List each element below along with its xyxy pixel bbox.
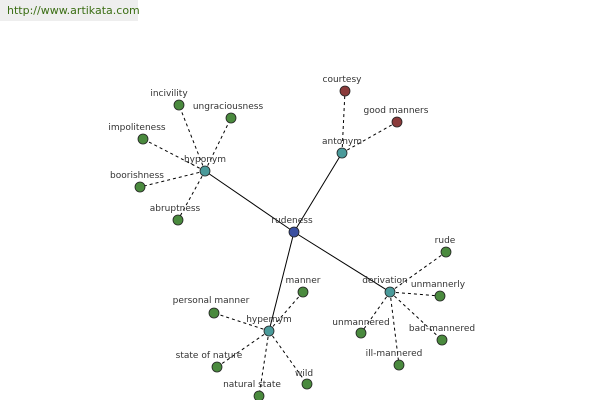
node-label-natural-state[interactable]: natural state xyxy=(223,380,281,390)
node-dot-manner[interactable] xyxy=(297,286,309,298)
node-label-personal-manner[interactable]: personal manner xyxy=(173,296,250,306)
node-bad-mannered[interactable]: bad-mannered xyxy=(409,324,475,346)
edge-hyponym-ungraciousness xyxy=(204,117,232,172)
edge-hypernym-personal-manner xyxy=(213,312,270,332)
node-label-good-manners[interactable]: good manners xyxy=(364,106,429,116)
node-natural-state[interactable]: natural state xyxy=(223,380,281,400)
node-label-derivation[interactable]: derivation xyxy=(362,276,408,286)
edge-rudeness-hypernym xyxy=(268,231,295,332)
node-dot-courtesy[interactable] xyxy=(339,85,351,97)
node-dot-unmannerly[interactable] xyxy=(434,290,446,302)
node-dot-impoliteness[interactable] xyxy=(137,133,149,145)
node-dot-derivation[interactable] xyxy=(384,286,396,298)
node-label-unmannerly[interactable]: unmannerly xyxy=(411,280,466,290)
node-state-of-nature[interactable]: state of nature xyxy=(176,351,243,373)
node-label-ill-mannered[interactable]: ill-mannered xyxy=(366,349,423,359)
node-hyponym[interactable]: hyponym xyxy=(184,155,226,177)
node-dot-boorishness[interactable] xyxy=(134,181,146,193)
graph-nodes: rudeness hyponym incivility ungraciousness i… xyxy=(108,75,475,400)
node-dot-personal-manner[interactable] xyxy=(208,307,220,319)
node-incivility[interactable]: incivility xyxy=(150,89,188,111)
node-label-incivility[interactable]: incivility xyxy=(150,89,188,99)
graph-edges xyxy=(139,90,447,397)
node-dot-unmannered[interactable] xyxy=(355,327,367,339)
node-dot-rudeness[interactable] xyxy=(288,226,300,238)
edge-antonym-courtesy xyxy=(341,90,346,154)
node-dot-ill-mannered[interactable] xyxy=(393,359,405,371)
node-label-abruptness[interactable]: abruptness xyxy=(150,204,201,214)
node-label-manner[interactable]: manner xyxy=(286,276,321,286)
edge-derivation-ill-mannered xyxy=(389,291,400,366)
node-antonym[interactable]: antonym xyxy=(322,137,362,159)
node-dot-ungraciousness[interactable] xyxy=(225,112,237,124)
node-label-antonym[interactable]: antonym xyxy=(322,137,362,147)
node-dot-natural-state[interactable] xyxy=(253,390,265,400)
node-label-boorishness[interactable]: boorishness xyxy=(110,171,164,181)
node-label-rudeness[interactable]: rudeness xyxy=(271,216,313,226)
node-dot-abruptness[interactable] xyxy=(172,214,184,226)
node-dot-hypernym[interactable] xyxy=(263,325,275,337)
source-url-link[interactable]: http://www.artikata.com xyxy=(7,4,140,17)
node-dot-bad-mannered[interactable] xyxy=(436,334,448,346)
node-label-ungraciousness[interactable]: ungraciousness xyxy=(193,102,264,112)
edge-derivation-unmannered xyxy=(360,291,391,334)
node-manner[interactable]: manner xyxy=(286,276,321,298)
node-abruptness[interactable]: abruptness xyxy=(150,204,201,226)
node-boorishness[interactable]: boorishness xyxy=(110,171,164,193)
node-ill-mannered[interactable]: ill-mannered xyxy=(366,349,423,371)
edge-hypernym-manner xyxy=(268,291,304,332)
node-label-courtesy[interactable]: courtesy xyxy=(323,75,363,85)
node-wild[interactable]: wild xyxy=(295,369,313,390)
node-dot-rude[interactable] xyxy=(440,246,452,258)
node-personal-manner[interactable]: personal manner xyxy=(173,296,250,319)
node-label-impoliteness[interactable]: impoliteness xyxy=(108,123,165,133)
node-label-wild[interactable]: wild xyxy=(295,369,313,379)
node-rude[interactable]: rude xyxy=(435,236,456,258)
node-good-manners[interactable]: good manners xyxy=(364,106,429,128)
node-dot-good-manners[interactable] xyxy=(391,116,403,128)
edge-hypernym-natural-state xyxy=(258,330,270,397)
node-courtesy[interactable]: courtesy xyxy=(323,75,363,97)
node-label-rude[interactable]: rude xyxy=(435,236,456,246)
node-dot-state-of-nature[interactable] xyxy=(211,361,223,373)
node-dot-hyponym[interactable] xyxy=(199,165,211,177)
node-dot-wild[interactable] xyxy=(301,378,313,390)
node-unmannerly[interactable]: unmannerly xyxy=(411,280,466,302)
node-label-unmannered[interactable]: unmannered xyxy=(332,318,389,328)
url-banner: http://www.artikata.com xyxy=(0,0,140,21)
edge-antonym-good-manners xyxy=(341,121,398,154)
edge-hypernym-state-of-nature xyxy=(216,330,270,368)
node-unmannered[interactable]: unmannered xyxy=(332,318,390,339)
node-dot-incivility[interactable] xyxy=(173,99,185,111)
node-label-hyponym[interactable]: hyponym xyxy=(184,155,226,165)
node-dot-antonym[interactable] xyxy=(336,147,348,159)
edge-rudeness-derivation xyxy=(293,231,391,293)
node-label-hypernym[interactable]: hypernym xyxy=(246,315,292,325)
node-hypernym[interactable]: hypernym xyxy=(246,315,292,337)
edge-rudeness-antonym xyxy=(293,152,343,233)
edge-hyponym-boorishness xyxy=(139,170,206,188)
node-rudeness[interactable]: rudeness xyxy=(271,216,313,238)
edge-rudeness-hyponym xyxy=(204,170,295,233)
node-derivation[interactable]: derivation xyxy=(362,276,408,298)
node-label-state-of-nature[interactable]: state of nature xyxy=(176,351,243,361)
edge-derivation-unmannerly xyxy=(389,291,441,297)
node-label-bad-mannered[interactable]: bad-mannered xyxy=(409,324,475,334)
edge-hypernym-wild xyxy=(268,330,308,385)
node-impoliteness[interactable]: impoliteness xyxy=(108,123,166,145)
node-ungraciousness[interactable]: ungraciousness xyxy=(193,102,264,124)
